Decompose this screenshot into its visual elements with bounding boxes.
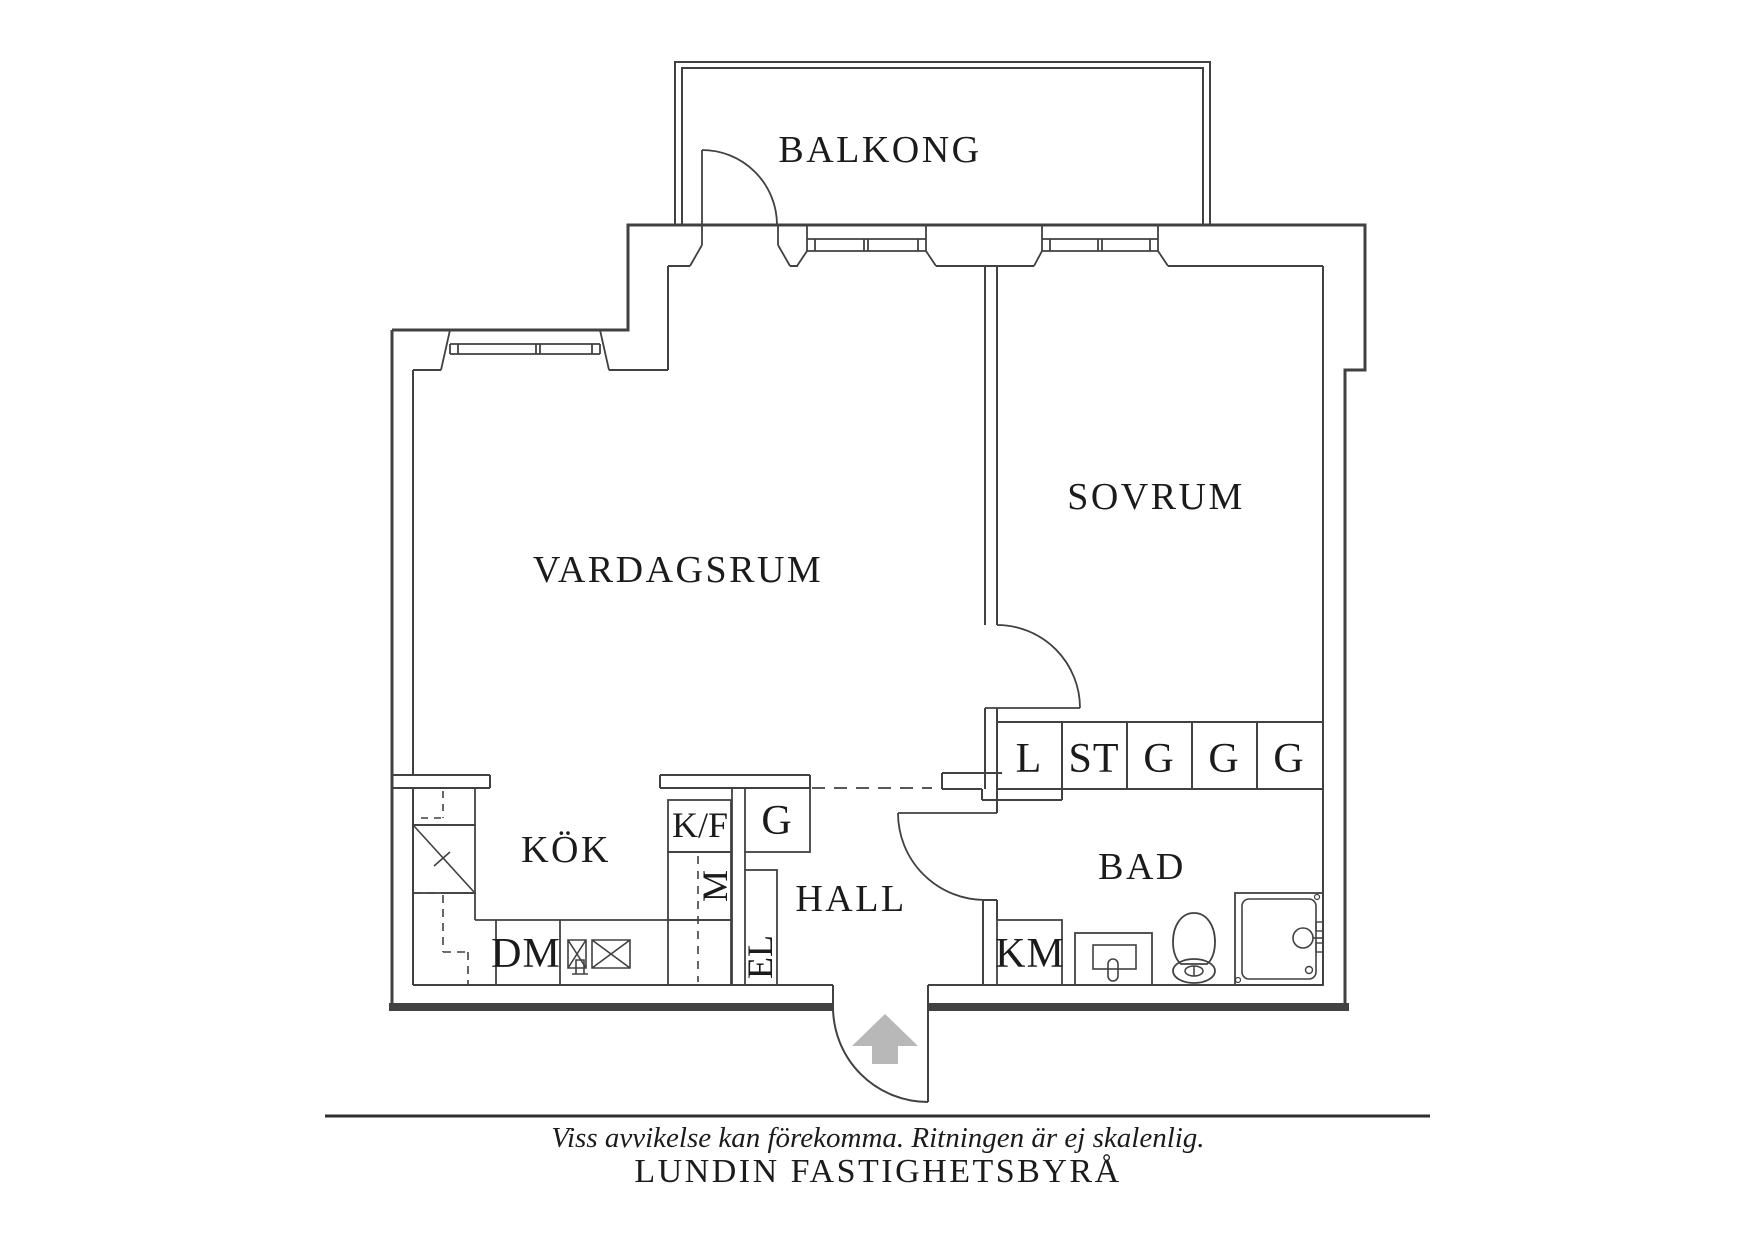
footer: Viss avvikelse kan förekomma. Ritningen … bbox=[325, 1114, 1430, 1190]
kitchen-cabinet-upper-dashes bbox=[421, 791, 444, 819]
outer-walls bbox=[389, 223, 1367, 1011]
bathroom-door-swing-arc bbox=[897, 812, 986, 901]
kitchen-corner-cabinet bbox=[412, 824, 476, 894]
entrance-arrow-icon bbox=[852, 1014, 918, 1064]
electrical-cabinet-label: EL bbox=[740, 935, 780, 979]
closet-label-g3: G bbox=[1273, 736, 1304, 782]
footer-disclaimer: Viss avvikelse kan förekomma. Ritningen … bbox=[551, 1122, 1204, 1154]
balcony-door-swing-arc bbox=[701, 149, 778, 226]
washing-machine-box bbox=[996, 919, 1063, 986]
fridge-freezer-label: K/F bbox=[672, 805, 728, 845]
bathroom-sink bbox=[1074, 932, 1153, 986]
closet-label-g2: G bbox=[1208, 736, 1239, 782]
hall-wardrobe-box bbox=[744, 787, 811, 853]
entry-door bbox=[832, 1006, 929, 1103]
kitchen-faucet-icon bbox=[572, 959, 588, 975]
balcony-walls bbox=[674, 61, 1211, 225]
window-living-room-top bbox=[796, 225, 937, 267]
shower-corner-dot-top bbox=[1313, 893, 1321, 901]
divider-wall-stub bbox=[984, 708, 998, 813]
living-room-label: VARDAGSRUM bbox=[533, 549, 823, 591]
shower-enclosure bbox=[1234, 892, 1324, 986]
electrical-cabinet-box bbox=[744, 869, 778, 986]
bathroom-faucet-icon bbox=[1107, 958, 1119, 982]
balcony-door bbox=[689, 149, 791, 267]
balcony-label: BALKONG bbox=[778, 129, 981, 171]
hall-bath-walls bbox=[812, 772, 1063, 985]
bathroom-fixtures bbox=[996, 892, 1324, 986]
kitchen-wall-stub-right bbox=[659, 774, 811, 789]
kitchen-label: KÖK bbox=[521, 829, 611, 871]
shower-hinge-bottom bbox=[1315, 942, 1324, 953]
closet-label-st: ST bbox=[1068, 736, 1119, 782]
kitchen-cabinet-upper bbox=[412, 787, 476, 826]
washing-machine-label: KM bbox=[995, 931, 1065, 977]
window-bedroom-top bbox=[1033, 225, 1169, 267]
balcony-wall-inner bbox=[681, 67, 1204, 225]
window-living-room-left bbox=[440, 329, 610, 371]
window-reveals bbox=[440, 329, 610, 371]
toilet-tank bbox=[1172, 912, 1216, 965]
dishwasher-label: DM bbox=[491, 931, 561, 977]
closet-label-l: L bbox=[1016, 736, 1043, 782]
kitchen-sink-small bbox=[567, 939, 587, 969]
kitchen-wall-stub-left bbox=[392, 774, 491, 789]
bathroom-sink-basin bbox=[1092, 944, 1137, 970]
outer-wall-top-right bbox=[392, 223, 1367, 1007]
kitchen-column-cabinet bbox=[667, 919, 732, 986]
bath-north-wall bbox=[941, 772, 1063, 801]
window-frame bbox=[1041, 225, 1159, 252]
shower-corner-dot-bottom bbox=[1234, 976, 1242, 984]
kitchen-counter bbox=[443, 892, 668, 985]
hall-wardrobe-label: G bbox=[761, 798, 792, 844]
toilet-bowl bbox=[1172, 958, 1216, 984]
kitchen-column-wall bbox=[731, 788, 746, 985]
bedroom-label: SOVRUM bbox=[1067, 476, 1245, 518]
closet-label-g1: G bbox=[1143, 736, 1174, 782]
bathroom-label: BAD bbox=[1098, 846, 1186, 888]
bedroom-door-swing-arc bbox=[996, 624, 1081, 709]
bedroom-door bbox=[985, 624, 1081, 709]
window-frame bbox=[449, 343, 601, 355]
closet-partitions bbox=[997, 721, 1324, 790]
closet-row bbox=[997, 721, 1324, 790]
shower-tray bbox=[1241, 898, 1317, 980]
kitchen-corner-dashed-outline bbox=[413, 892, 469, 985]
bathroom-door bbox=[897, 812, 997, 901]
kitchen-sink-large bbox=[591, 939, 631, 969]
inner-face-top-left bbox=[413, 266, 669, 371]
bath-west-stub bbox=[982, 899, 998, 985]
divider-wall-upper bbox=[984, 266, 998, 625]
footer-company: LUNDIN FASTIGHETSBYRÅ bbox=[634, 1153, 1121, 1190]
kitchen-corner-cabinet-diagonal bbox=[413, 825, 475, 893]
window-reveals bbox=[796, 250, 937, 267]
bedroom-divider-wall bbox=[984, 266, 998, 813]
m-unit-label: M bbox=[695, 870, 735, 902]
window-frame bbox=[806, 225, 927, 252]
shower-handle-icon bbox=[1292, 927, 1314, 949]
shower-hinge-top bbox=[1315, 921, 1324, 932]
balcony-wall-outer bbox=[674, 61, 1211, 225]
window-reveals bbox=[1033, 250, 1169, 267]
shower-drain-icon bbox=[1304, 965, 1314, 975]
entry-door-swing-arc bbox=[832, 1006, 929, 1103]
balcony-door-jambs bbox=[689, 225, 791, 267]
kitchen-fixtures bbox=[392, 774, 811, 986]
hall-label: HALL bbox=[795, 878, 906, 920]
